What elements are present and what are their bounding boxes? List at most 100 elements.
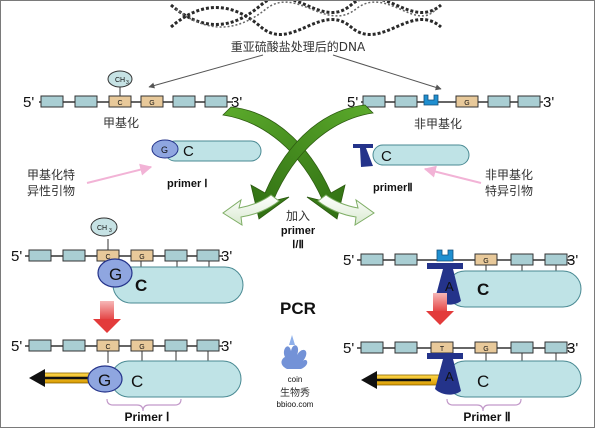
strand-box (74, 95, 98, 108)
base-t: T (440, 346, 445, 353)
strand-box (360, 341, 384, 354)
site-box-g (130, 249, 154, 262)
dna-helix-image (170, 1, 442, 36)
primer-head-letter: G (109, 265, 122, 284)
primer-body (372, 144, 470, 166)
caption-line1: 非甲基化 (485, 168, 533, 182)
base-g: G (483, 346, 488, 353)
base-c: C (117, 100, 122, 107)
three-prime-label: 3' (221, 338, 232, 355)
primer-head-a (427, 353, 463, 395)
extension-arrow-icon (361, 371, 377, 389)
watermark-logo: coin 生物秀 bbioo.com (277, 335, 314, 409)
bottom-primer-2-label: Primer Ⅱ (463, 410, 510, 424)
primer-base-letter: C (183, 143, 194, 160)
primer-body (446, 270, 582, 308)
base-g: G (139, 344, 144, 351)
watermark-brand: coin (288, 375, 303, 384)
three-prime-label: 3' (221, 248, 232, 265)
three-prime-label: 3' (543, 94, 554, 111)
strand-box (62, 339, 86, 352)
unmethyl-specific-primer-caption: 非甲基化 特异引物 (485, 168, 537, 198)
strand-box (487, 95, 511, 108)
primer-head-g (151, 139, 179, 159)
strand-box (164, 339, 188, 352)
primer-head-g (97, 258, 133, 288)
unmethylated-label: 非甲基化 (414, 117, 462, 131)
ch3-methyl-group (107, 70, 133, 88)
five-prime-label: 5' (343, 340, 354, 357)
base-c: C (105, 254, 110, 261)
bottom-primer-1-label: Primer Ⅰ (125, 410, 170, 424)
ch3-label: CH (115, 77, 125, 84)
caption-line2: 异性引物 (27, 184, 75, 198)
primer-1-brace (106, 398, 182, 412)
primer-base-letter: C (131, 372, 143, 391)
strand-box (204, 95, 228, 108)
primer-head-g (87, 365, 123, 393)
ch3-label: CH (97, 225, 107, 232)
ch3-subscript: 3 (109, 228, 112, 234)
caption-line2: 特异引物 (485, 183, 533, 198)
primer-head-letter: A (445, 369, 454, 384)
strand-box (196, 249, 220, 262)
watermark-cn: 生物秀 (280, 386, 310, 399)
primer-2-molecule: C primerⅡ (353, 144, 470, 194)
bottom-right-pcr-product: 5' T G 3' A C Primer Ⅱ (343, 340, 582, 424)
primer-head-a (353, 144, 373, 167)
bottom-left-pcr-product: 5' C G 3' G C Primer Ⅰ (11, 338, 242, 424)
watermark-splash-icon (289, 335, 295, 345)
five-prime-label: 5' (23, 94, 34, 111)
primer-base-letter: C (381, 148, 392, 165)
primer-base-letter: C (477, 372, 489, 391)
primer-head-letter: A (445, 279, 454, 294)
pcr-label: PCR (280, 299, 316, 318)
three-prime-label: 3' (231, 94, 242, 111)
red-down-arrow-left (93, 301, 121, 333)
diagram-title: 重亚硫酸盐处理后的DNA (231, 39, 366, 54)
caption-line1: 甲基化特 (27, 167, 75, 182)
red-down-arrow-right (426, 293, 454, 325)
base-g: G (483, 258, 488, 265)
pink-arrow-left (86, 163, 153, 184)
base-g: G (149, 100, 154, 107)
uracil-mark-icon (436, 249, 454, 262)
five-prime-label: 5' (347, 94, 358, 111)
ch3-subscript: 3 (126, 80, 129, 86)
methylated-strand: 5' C G 3' CH 3 甲基化 (23, 70, 242, 130)
right-hybrid-complex: 5' G 3' A C (343, 249, 582, 308)
strand-box (517, 95, 541, 108)
strand-box (28, 249, 52, 262)
primer-2-brace (446, 398, 522, 412)
strand-box (40, 95, 64, 108)
primer-body (164, 140, 262, 162)
five-prime-label: 5' (343, 252, 354, 269)
ch3-methyl-group (90, 217, 118, 237)
primer-1-molecule: G C primer Ⅰ (151, 139, 262, 190)
add-primer-label-line1: 加入 (286, 209, 310, 223)
add-primer-label-line2: primer (281, 225, 316, 237)
pointer-to-unmethylated (332, 54, 442, 91)
watermark-splash-icon (281, 345, 308, 369)
base-c: C (105, 344, 110, 351)
five-prime-label: 5' (11, 338, 22, 355)
methylated-label: 甲基化 (103, 116, 139, 130)
primer-base-letter: C (135, 276, 147, 295)
left-hybrid-complex: 5' C G 3' CH 3 G C (11, 217, 244, 304)
crossing-green-arrows (222, 104, 375, 226)
add-primer-label-line3: Ⅰ/Ⅱ (292, 239, 304, 251)
site-box-g (140, 95, 164, 108)
strand-box (362, 95, 386, 108)
primer-base-letter: C (477, 280, 489, 299)
primer-head-letter: G (161, 145, 168, 155)
primer-head-a (427, 263, 463, 305)
strand-box (510, 341, 534, 354)
three-prime-label: 3' (567, 340, 578, 357)
strand-box (164, 249, 188, 262)
extension-arrow-icon (29, 369, 45, 387)
strand-box (544, 341, 568, 354)
strand-box (510, 253, 534, 266)
site-box-g (455, 95, 479, 108)
